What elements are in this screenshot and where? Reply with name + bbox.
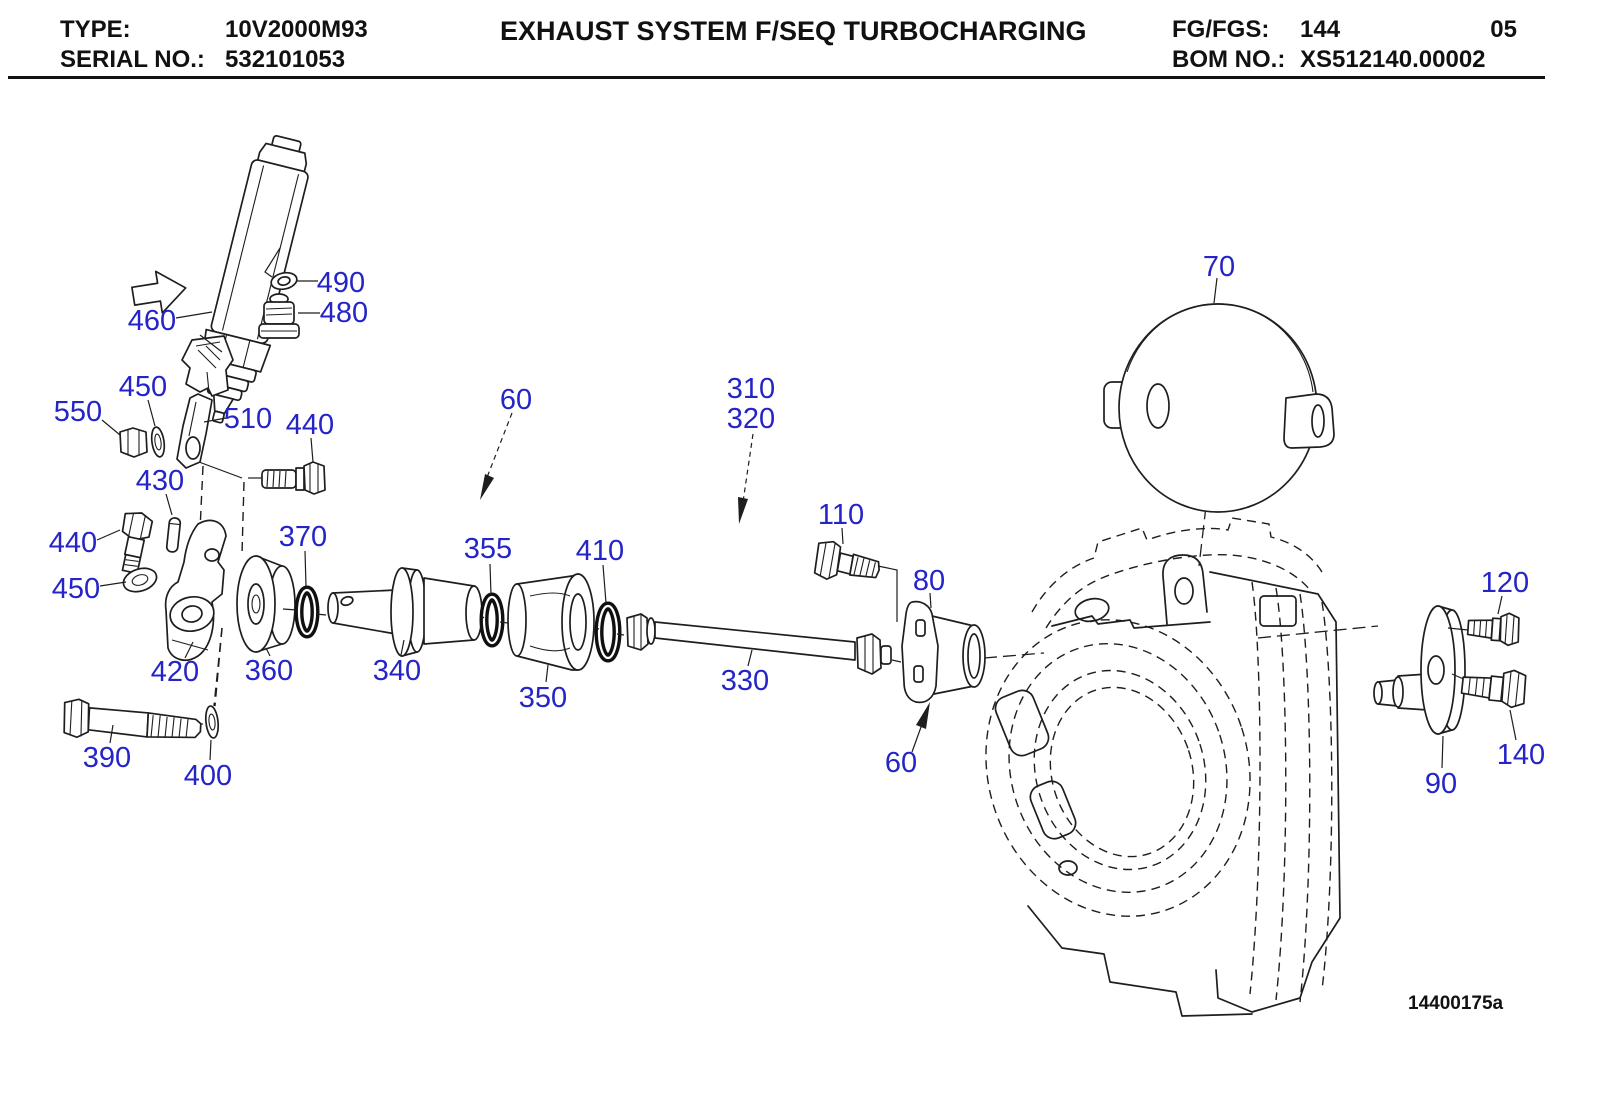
callout-90: 90 <box>1425 768 1457 800</box>
callout-140: 140 <box>1497 739 1545 771</box>
coupling-350-drawing <box>507 573 595 671</box>
callout-420: 420 <box>151 656 199 688</box>
flange-80-drawing <box>901 600 986 704</box>
washer-490-drawing <box>270 271 298 291</box>
bellcrank-420-drawing <box>164 519 227 707</box>
serial-label: SERIAL NO.: <box>60 46 205 73</box>
bolt-110-bracket <box>877 565 898 622</box>
callout-60-lower: 60 <box>885 747 917 779</box>
flange-90-drawing <box>1373 605 1469 735</box>
centerline-right <box>1257 625 1379 639</box>
axis-ticks <box>200 608 902 725</box>
bolt-440-left-drawing <box>121 512 154 575</box>
washer-400-drawing <box>204 627 223 739</box>
washer-450-upper-drawing <box>150 426 166 458</box>
callout-330: 330 <box>721 665 769 697</box>
callout-450-lower: 450 <box>52 573 100 605</box>
callout-355: 355 <box>464 533 512 565</box>
callout-430: 430 <box>136 465 184 497</box>
callout-440-left: 440 <box>49 527 97 559</box>
serial-value: 532101053 <box>225 46 346 73</box>
callout-120: 120 <box>1481 567 1529 599</box>
callout-510: 510 <box>224 403 272 435</box>
callout-110: 110 <box>818 499 864 531</box>
shaft-340-drawing <box>327 567 483 657</box>
bom-value: XS512140.00002 <box>1300 46 1486 73</box>
header-left: TYPE: 10V2000M93 SERIAL NO.: 532101053 <box>60 16 368 76</box>
cover-70-drawing <box>1103 303 1335 567</box>
header-divider <box>8 76 1545 79</box>
callout-490: 490 <box>317 267 365 299</box>
bolt-140-drawing <box>1460 669 1527 709</box>
callout-340: 340 <box>373 655 421 687</box>
washer-450-lower-drawing <box>122 567 158 593</box>
bom-label: BOM NO.: <box>1172 46 1286 73</box>
callout-360: 360 <box>245 655 293 687</box>
callout-60-upper: 60 <box>500 384 532 416</box>
turbocharger-housing-drawing <box>985 517 1341 1017</box>
callout-70: 70 <box>1203 251 1235 283</box>
o-ring-355-drawing <box>479 592 505 648</box>
callout-480: 480 <box>320 297 368 329</box>
page-title: EXHAUST SYSTEM F/SEQ TURBOCHARGING <box>500 16 1087 46</box>
fg-value: 144 <box>1300 16 1341 43</box>
callout-390: 390 <box>83 742 131 774</box>
type-label: TYPE: <box>60 16 131 43</box>
callout-440-upper: 440 <box>286 409 334 441</box>
header-right: FG/FGS: 144 05 BOM NO.: XS512140.00002 <box>1172 16 1517 76</box>
o-ring-370-drawing <box>294 585 320 639</box>
lever-510-drawing <box>176 393 245 555</box>
rod-330-drawing <box>626 613 892 675</box>
type-value: 10V2000M93 <box>225 16 368 43</box>
callout-leaders <box>96 277 1517 769</box>
callout-370: 370 <box>279 521 327 553</box>
callout-320: 320 <box>727 403 775 435</box>
bolt-120-drawing <box>1466 612 1520 647</box>
callout-450-upper: 450 <box>119 371 167 403</box>
callout-400: 400 <box>184 760 232 792</box>
fg-label: FG/FGS: <box>1172 16 1270 43</box>
callout-460: 460 <box>128 305 176 337</box>
callout-410: 410 <box>576 535 624 567</box>
clevis-460-drawing <box>181 334 234 397</box>
callout-310: 310 <box>727 373 775 405</box>
sheet-number: 05 <box>1490 16 1517 43</box>
callout-350: 350 <box>519 682 567 714</box>
bolt-390-drawing <box>63 698 202 739</box>
o-ring-410-drawing <box>594 601 622 663</box>
callout-80: 80 <box>913 565 945 597</box>
nut-550-drawing <box>119 427 148 458</box>
bolt-110-drawing <box>813 540 880 580</box>
plug-480-drawing <box>258 293 300 339</box>
disc-360-drawing <box>236 555 296 653</box>
callout-550: 550 <box>54 396 102 428</box>
direction-arrow-icon <box>131 270 187 314</box>
centerline-left <box>983 652 1045 659</box>
pin-430-drawing <box>165 517 182 553</box>
drawing-number: 14400175a <box>1408 993 1504 1014</box>
bolt-440-upper-drawing <box>248 461 326 495</box>
